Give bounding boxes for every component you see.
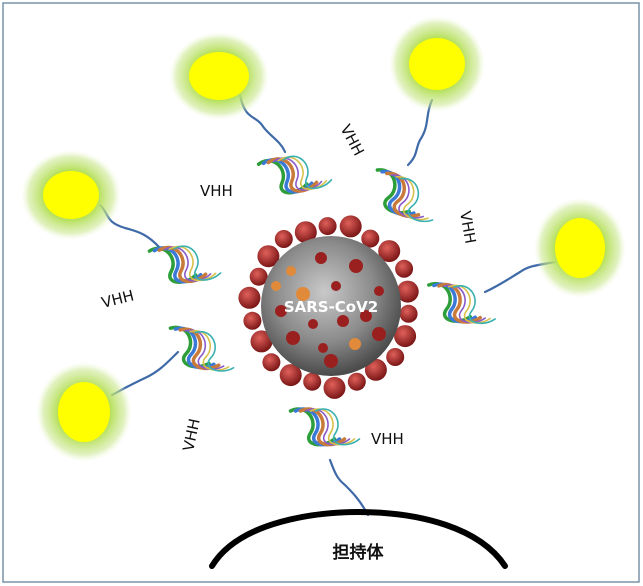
virus-spike bbox=[303, 372, 322, 391]
vhh-label-upper-left: VHH bbox=[200, 182, 233, 200]
nanobody-ribbon bbox=[168, 325, 235, 372]
probe-top-right bbox=[389, 16, 485, 112]
virus-surface-spike bbox=[318, 343, 328, 353]
virus-spike bbox=[294, 221, 317, 244]
support-carrier: 担持体 bbox=[209, 508, 508, 569]
virus-surface-spike bbox=[275, 305, 287, 317]
virus-spike bbox=[257, 245, 280, 268]
virus-spike bbox=[386, 348, 405, 366]
nanobody-ribbon bbox=[256, 155, 333, 195]
virus-spike bbox=[395, 259, 414, 278]
virus-surface-spikes bbox=[271, 252, 386, 368]
virus-spike bbox=[262, 353, 281, 372]
virus-surface-spike bbox=[349, 259, 363, 273]
vhh-label-bottom: VHH bbox=[371, 430, 404, 448]
nanobody-ribbon bbox=[375, 168, 434, 223]
virus-surface-spike bbox=[374, 286, 384, 296]
probe-left bbox=[21, 150, 121, 240]
virus-spike bbox=[243, 311, 262, 330]
virus-surface-spike bbox=[331, 281, 341, 291]
probe-right bbox=[534, 198, 626, 298]
virus-surface-spike bbox=[324, 354, 338, 368]
virus-surface-spike bbox=[337, 315, 349, 327]
probe-top-left bbox=[169, 32, 269, 120]
virus-spike bbox=[361, 229, 380, 248]
vhh-labels: VHH VHH VHH VHH VHH VHH bbox=[100, 121, 480, 452]
nanobody-ribbon bbox=[147, 245, 222, 284]
fluorescent-probes bbox=[21, 16, 626, 462]
virus-spike bbox=[399, 304, 418, 323]
virus-surface-spike bbox=[315, 252, 327, 264]
virus-particle: SARS-CoV2 bbox=[238, 215, 419, 399]
virus-spike bbox=[249, 267, 268, 286]
tether-top-right bbox=[406, 98, 434, 167]
virus-label: SARS-CoV2 bbox=[284, 298, 378, 316]
virus-spike bbox=[318, 217, 337, 236]
virus-surface-spike bbox=[296, 287, 310, 301]
probe-bottom-left bbox=[36, 362, 132, 462]
virus-spike bbox=[378, 240, 401, 263]
virus-spike bbox=[394, 325, 417, 348]
virus-surface-spike bbox=[308, 319, 318, 329]
virus-surface-spike bbox=[360, 310, 372, 322]
virus-spike bbox=[347, 372, 366, 391]
virus-surface-spike bbox=[271, 281, 281, 291]
virus-spike bbox=[238, 286, 261, 309]
virus-surface-spike bbox=[286, 266, 296, 276]
virus-spike bbox=[274, 230, 293, 248]
virus-surface-spike bbox=[372, 327, 386, 341]
nanobody-ribbon bbox=[288, 407, 361, 447]
tether-bottom bbox=[328, 458, 370, 517]
support-label: 担持体 bbox=[333, 542, 385, 563]
virus-spike bbox=[279, 364, 302, 387]
virus-spike bbox=[250, 330, 273, 353]
virus-surface-spike bbox=[286, 331, 300, 345]
virus-spikes bbox=[238, 215, 419, 399]
virus-spike bbox=[323, 376, 346, 399]
vhh-label-right: VHH bbox=[456, 210, 479, 245]
virus-spike bbox=[364, 358, 387, 381]
virus-surface-spike bbox=[349, 338, 361, 350]
virus-spike bbox=[396, 280, 419, 303]
support-arc bbox=[209, 508, 508, 569]
virus-spike bbox=[339, 215, 362, 238]
nanobody-ribbon bbox=[427, 281, 496, 325]
nanobodies bbox=[147, 155, 496, 447]
